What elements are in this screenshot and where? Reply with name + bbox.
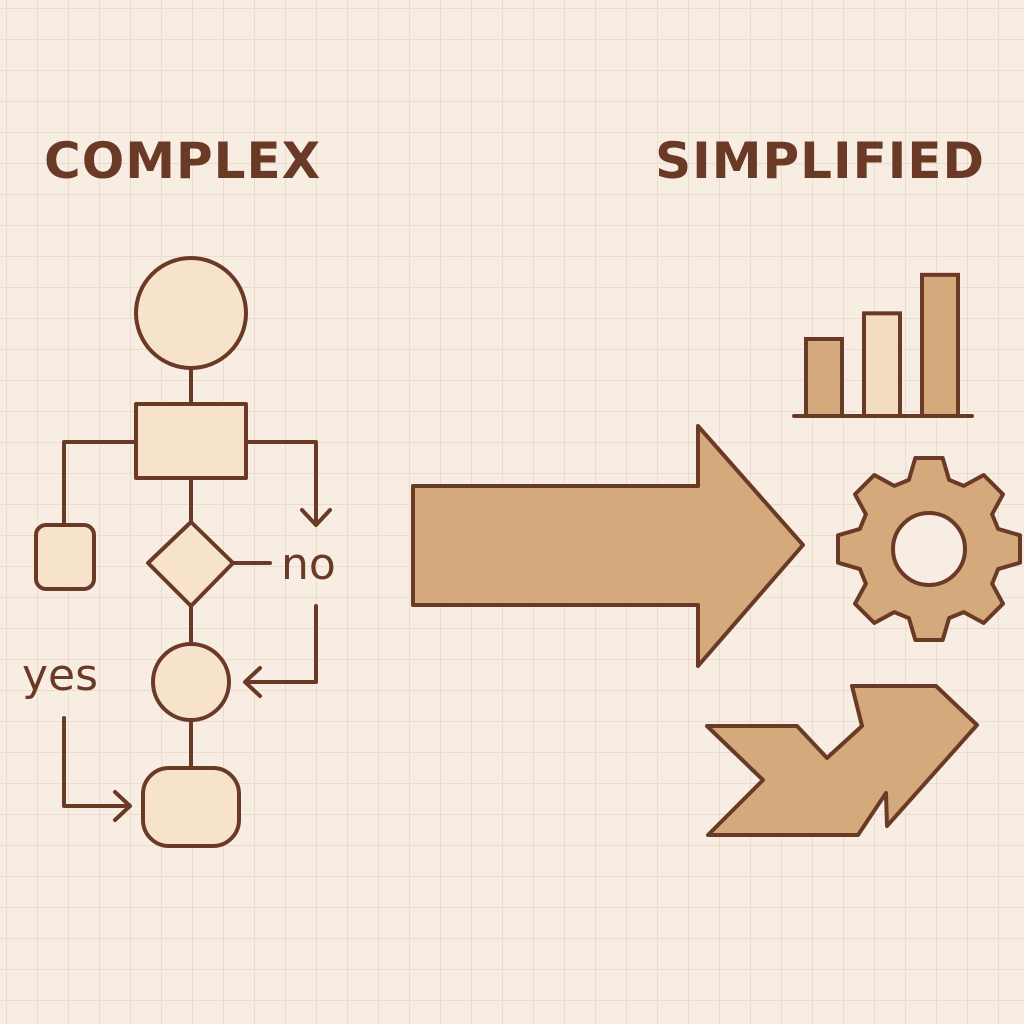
bar-chart-bar [804,337,844,418]
rounded-rect-terminal-icon [141,766,241,848]
connector-line [62,716,130,808]
yes-label: yes [22,650,98,701]
chevron-arrow-icon [705,684,979,837]
big-right-arrow-icon [411,424,805,668]
no-label: no [281,539,336,590]
heading-simplified: SIMPLIFIED [655,132,985,190]
connector-line [244,604,318,684]
circle-node-icon [134,256,248,370]
connector-arrow-icon [243,666,262,698]
complex-flowchart [34,256,332,848]
connector-line [62,440,138,526]
heading-complex: COMPLEX [44,132,321,190]
connector-line [244,440,318,526]
bar-chart-bar [862,311,902,419]
circle-node-icon [151,642,231,722]
connector-arrow-icon [300,508,332,527]
rectangle-node-icon [134,402,248,480]
gear-icon [836,456,1022,642]
rounded-square-node-icon [34,523,96,591]
bar-chart-icon [792,272,974,419]
diamond-decision-icon [146,520,235,608]
connector-arrow-icon [113,790,132,822]
bar-chart-bar [920,272,960,419]
gear-hole [891,511,967,587]
